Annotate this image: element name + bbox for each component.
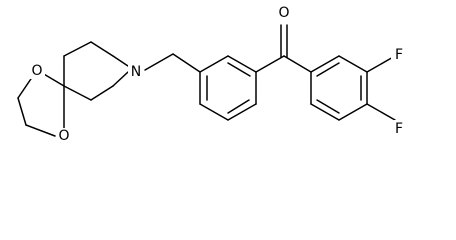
atom-labels: N O O O F F	[29, 4, 407, 144]
atom-label-oxygen-carbonyl: O	[278, 5, 289, 21]
bond	[199, 103, 229, 121]
atom-label-oxygen-dioxolane-lower: O	[58, 128, 69, 144]
bond	[338, 55, 368, 73]
bond	[227, 99, 250, 114]
bond	[172, 53, 201, 73]
atom-label-fluorine-upper: F	[395, 47, 403, 63]
bond	[227, 55, 257, 73]
bond	[227, 62, 251, 77]
bond	[144, 53, 174, 71]
bond	[112, 71, 129, 87]
bond	[63, 85, 92, 101]
bond	[310, 103, 340, 121]
bond	[63, 41, 92, 57]
bond	[316, 62, 340, 77]
bond	[199, 55, 229, 73]
bond	[366, 55, 396, 73]
bond	[283, 55, 312, 73]
bond	[227, 103, 257, 121]
atom-label-fluorine-lower: F	[395, 121, 403, 137]
bond	[90, 41, 114, 57]
bond	[90, 85, 114, 101]
atom-label-oxygen-dioxolane-upper: O	[31, 63, 42, 79]
molecule-structure-diagram: N O O O F F	[17, 4, 407, 144]
bond-lines	[17, 24, 396, 137]
bond	[366, 103, 396, 121]
bond	[25, 124, 56, 137]
bond	[255, 55, 285, 73]
bond	[17, 97, 27, 126]
bond	[112, 55, 129, 67]
bond	[316, 99, 340, 114]
bond	[310, 55, 340, 73]
bond	[338, 103, 368, 121]
atom-label-nitrogen: N	[131, 64, 141, 80]
